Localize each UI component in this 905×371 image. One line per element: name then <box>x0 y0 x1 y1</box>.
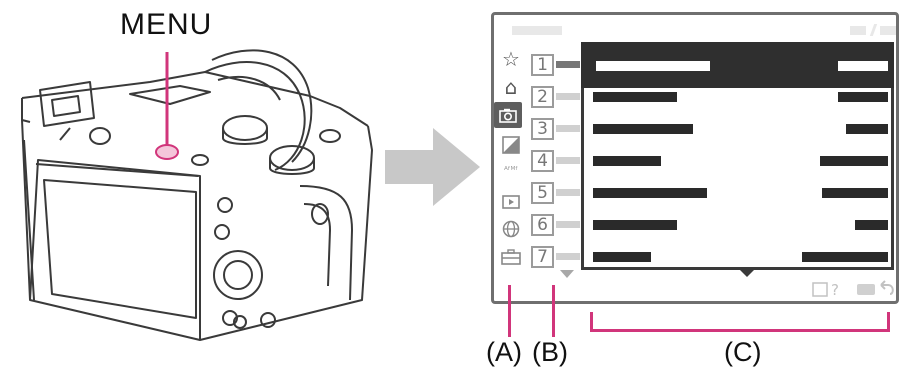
menu-item-value-placeholder <box>802 252 888 262</box>
menu-header-page-placeholder <box>850 26 866 35</box>
menu-header-title-placeholder <box>512 26 562 35</box>
menu-item-name-placeholder[interactable] <box>593 188 707 198</box>
page-tick <box>556 93 580 100</box>
menu-item-name-placeholder <box>596 61 710 71</box>
svg-text:?: ? <box>831 281 839 298</box>
menu-item-value-placeholder <box>855 220 888 230</box>
toolbox-icon[interactable] <box>498 244 524 270</box>
star-icon[interactable]: ☆ <box>502 47 520 71</box>
menu-item-value-placeholder <box>838 92 888 102</box>
page-number-7[interactable]: 7 <box>531 246 554 268</box>
page-number-5[interactable]: 5 <box>531 182 554 204</box>
callout-c-bracket-left <box>590 312 593 332</box>
menu-button-label: MENU <box>120 8 213 41</box>
list-scroll-down-icon[interactable] <box>738 268 756 277</box>
menu-item-value-placeholder <box>822 188 888 198</box>
callout-a-label: (A) <box>486 337 522 367</box>
callout-b-label: (B) <box>532 337 568 367</box>
menu-item-value-placeholder <box>838 61 888 71</box>
help-icon[interactable]: ? <box>812 280 850 298</box>
callout-c-bracket-bottom <box>590 329 890 332</box>
page-scroll-down-icon[interactable] <box>560 270 574 278</box>
arrow-right-icon <box>385 128 480 206</box>
callout-c-label: (C) <box>724 337 762 367</box>
back-icon[interactable] <box>856 280 896 298</box>
af-mf-icon[interactable]: ᴬᶠᴹᶠ <box>503 166 519 176</box>
menu-item-name-placeholder[interactable] <box>593 124 693 134</box>
page-number-1[interactable]: 1 <box>531 54 554 76</box>
page-tick <box>556 221 580 228</box>
menu-header-total-placeholder <box>880 26 896 35</box>
menu-item-name-placeholder[interactable] <box>593 92 677 102</box>
page-number-4[interactable]: 4 <box>531 150 554 172</box>
callout-c-bracket-right <box>887 312 890 332</box>
network-icon[interactable] <box>498 216 524 242</box>
page-tick <box>556 125 580 132</box>
menu-item-name-placeholder[interactable] <box>593 156 661 166</box>
page-number-2[interactable]: 2 <box>531 86 554 108</box>
camera-icon[interactable] <box>494 102 522 128</box>
home-icon[interactable]: ⌂ <box>504 75 518 99</box>
page-number-6[interactable]: 6 <box>531 214 554 236</box>
menu-item-name-placeholder[interactable] <box>593 252 651 262</box>
page-tick <box>556 61 580 68</box>
page-number-3[interactable]: 3 <box>531 118 554 140</box>
menu-item-value-placeholder <box>846 124 888 134</box>
exposure-icon[interactable] <box>498 132 524 158</box>
camera-illustration <box>21 49 373 341</box>
menu-button-highlight <box>155 144 179 160</box>
page-tick <box>556 189 580 196</box>
page-tick <box>556 157 580 164</box>
menu-item-name-placeholder[interactable] <box>593 220 677 230</box>
page-tick <box>556 253 580 260</box>
callout-b-line <box>552 285 555 337</box>
menu-item-value-placeholder <box>820 156 888 166</box>
playback-icon[interactable] <box>498 189 524 215</box>
callout-a-line <box>508 285 511 337</box>
